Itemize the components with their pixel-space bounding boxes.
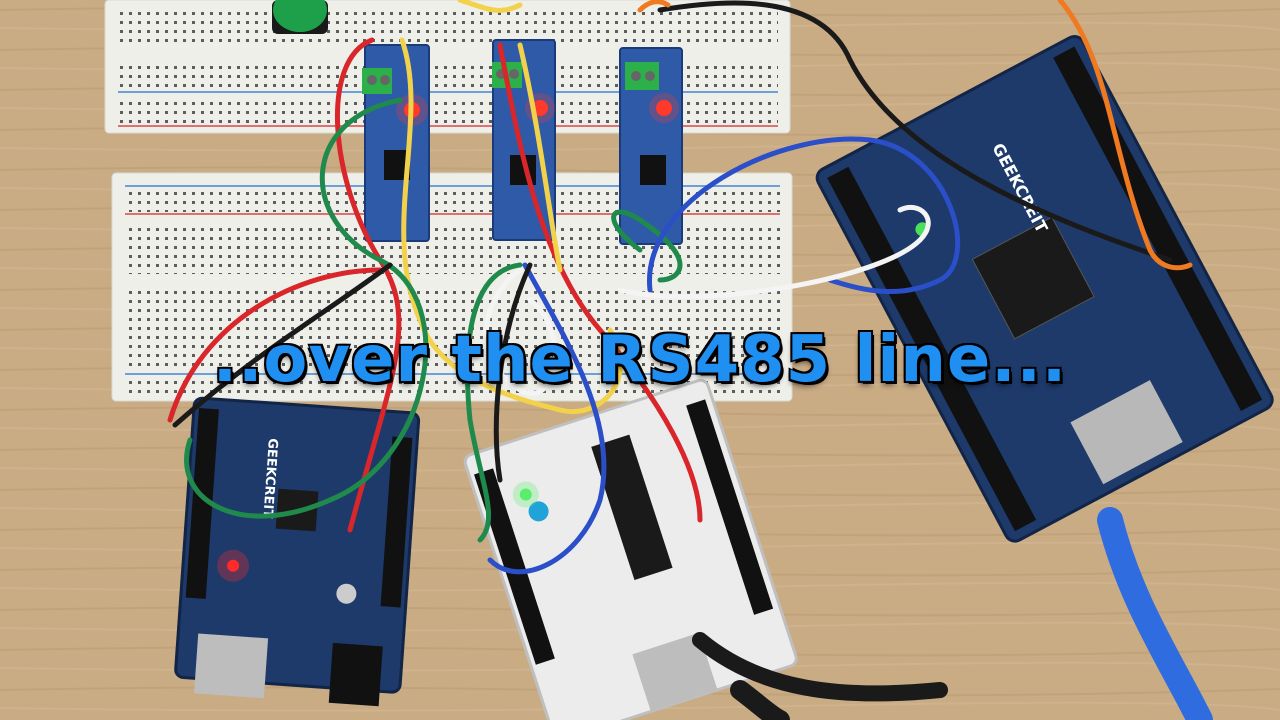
push-button bbox=[272, 0, 328, 34]
rs485-module-1 bbox=[362, 44, 430, 242]
breadboard-top bbox=[104, 0, 791, 134]
video-caption: ..over the RS485 line... bbox=[212, 323, 1068, 397]
arduino-mega-board: GEEKCREIT bbox=[815, 35, 1274, 543]
rs485-module-3 bbox=[619, 47, 683, 245]
arduino-uno-left: GEEKCREIT bbox=[174, 396, 421, 707]
jumper-wires bbox=[167, 0, 1193, 575]
usb-cables bbox=[692, 507, 1213, 720]
uno-brand-label: GEEKCREIT bbox=[259, 438, 280, 519]
